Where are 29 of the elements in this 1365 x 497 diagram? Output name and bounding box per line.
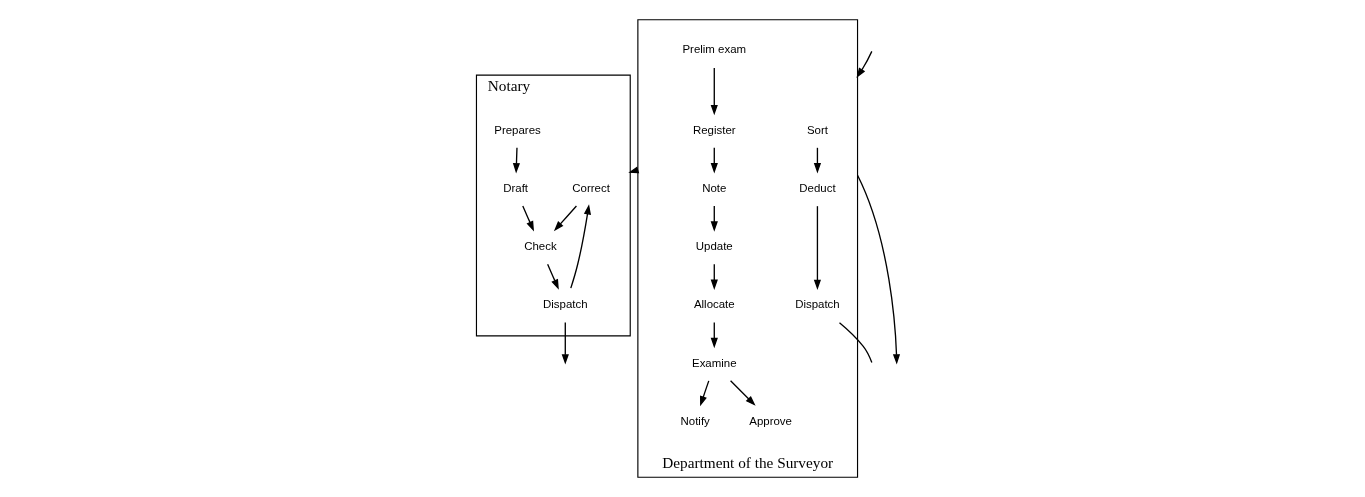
arrow	[710, 67, 718, 116]
node-text: Deduct	[798, 181, 836, 194]
node-text: Update	[695, 240, 733, 253]
node-text: Register	[692, 123, 736, 136]
node-text: Dispatch	[794, 298, 840, 311]
arrow	[561, 321, 569, 365]
node-text: Allocate	[693, 298, 735, 311]
node-text: Draft	[502, 181, 528, 194]
node-text: Notify	[680, 414, 710, 427]
arrow	[813, 205, 821, 290]
node-text: Check	[523, 240, 557, 253]
arrow	[521, 205, 534, 232]
node-text: Examine	[691, 356, 737, 369]
arrow	[855, 50, 872, 79]
arrow	[569, 204, 591, 289]
node-text: Correct	[571, 181, 610, 194]
connector	[838, 322, 872, 364]
arrow	[729, 380, 756, 406]
node-text: Sort	[806, 123, 828, 136]
arrow	[512, 147, 520, 174]
node-text: Approve	[748, 414, 792, 427]
node-text: Prepares	[493, 123, 541, 136]
arrow	[856, 174, 900, 365]
node-text: Dispatch	[542, 298, 588, 311]
arrow	[546, 263, 559, 290]
node-text: Note	[701, 181, 726, 194]
arrow	[553, 205, 577, 232]
arrow	[699, 380, 709, 407]
node-text: Prelim exam	[681, 43, 746, 56]
